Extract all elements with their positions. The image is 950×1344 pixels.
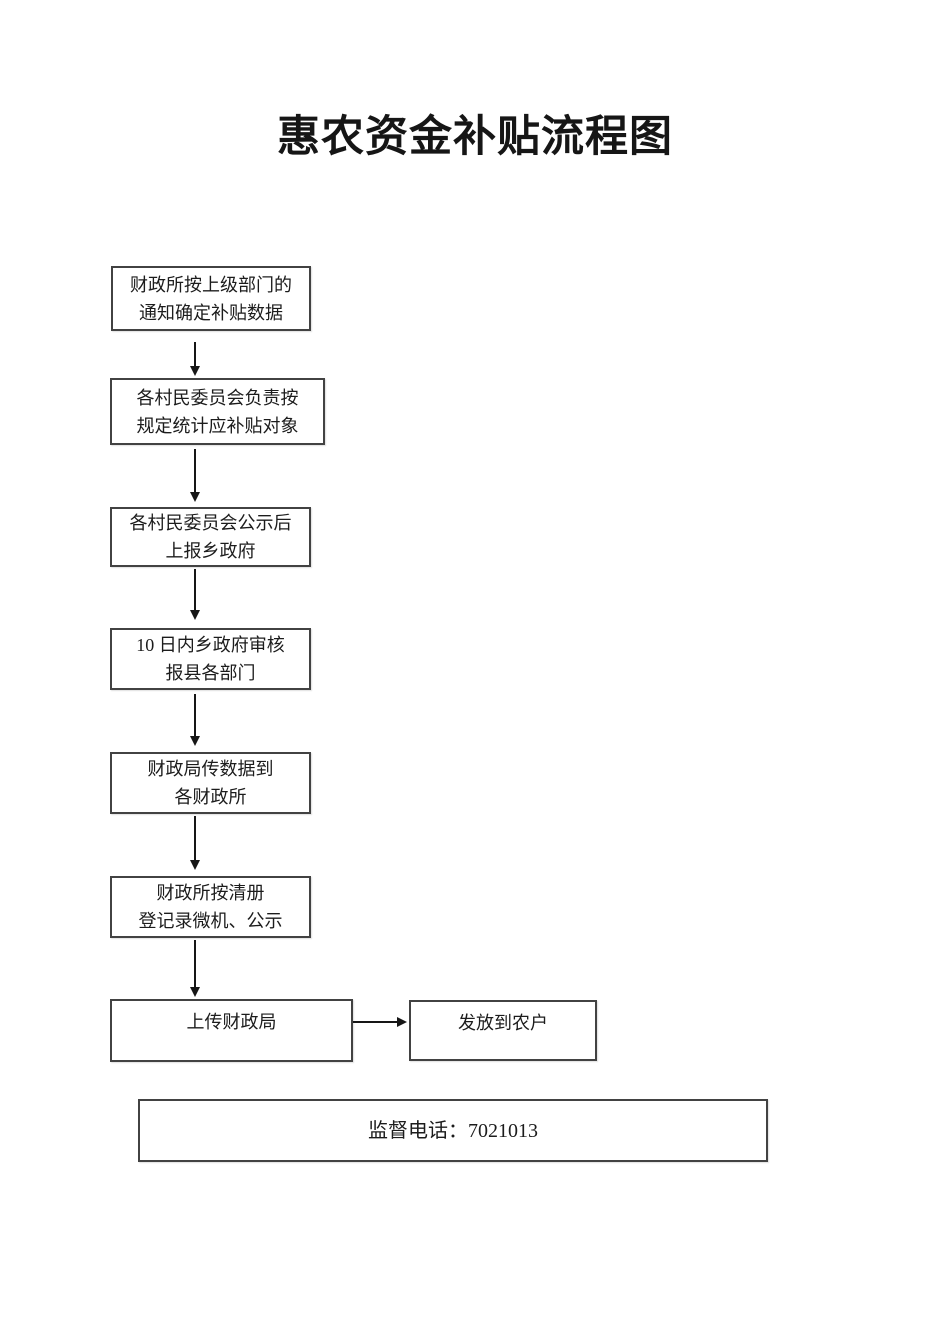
arrow-down-icon <box>190 569 200 620</box>
flow-step-8-line-1: 发放到农户 <box>458 1012 548 1033</box>
flow-step-4-line-2: 报县各部门 <box>165 663 256 683</box>
flow-step-1-line-1: 财政所按上级部门的 <box>130 274 292 295</box>
page-title: 惠农资金补贴流程图 <box>277 114 673 161</box>
flow-step-4-box: 10 日内乡政府审核 报县各部门 <box>110 628 311 690</box>
flow-step-6-line-2: 登记录微机、公示 <box>138 911 283 931</box>
flow-step-3-line-1: 各村民委员会公示后 <box>129 513 292 533</box>
flow-step-1-box: 财政所按上级部门的 通知确定补贴数据 <box>111 266 311 331</box>
flow-step-6-box: 财政所按清册 登记录微机、公示 <box>110 876 311 938</box>
flow-step-2-line-1: 各村民委员会负责按 <box>136 387 299 408</box>
flow-step-6-line-1: 财政所按清册 <box>156 883 265 903</box>
flow-step-4-line-1: 10 日内乡政府审核 <box>136 635 285 655</box>
flow-step-3-box: 各村民委员会公示后 上报乡政府 <box>110 507 311 567</box>
flow-step-5-line-1: 财政局传数据到 <box>147 759 274 779</box>
arrow-down-icon <box>190 449 200 502</box>
supervision-phone-box: 监督电话：7021013 <box>138 1099 768 1162</box>
arrow-down-icon <box>190 940 200 997</box>
flow-step-2-line-2: 规定统计应补贴对象 <box>136 415 299 436</box>
flow-step-5-line-2: 各财政所 <box>174 787 247 807</box>
arrow-down-icon <box>190 342 200 376</box>
flow-step-7-box: 上传财政局 <box>110 999 353 1062</box>
flow-step-2-box: 各村民委员会负责按 规定统计应补贴对象 <box>110 378 325 445</box>
arrow-right-icon <box>353 1017 407 1027</box>
supervision-phone-text: 监督电话：7021013 <box>368 1119 538 1142</box>
flow-step-7-line-1: 上传财政局 <box>186 1011 277 1032</box>
flow-step-1-line-2: 通知确定补贴数据 <box>139 302 283 323</box>
arrow-down-icon <box>190 694 200 746</box>
flow-step-8-box: 发放到农户 <box>409 1000 597 1061</box>
flow-step-3-line-2: 上报乡政府 <box>165 541 256 561</box>
flow-step-5-box: 财政局传数据到 各财政所 <box>110 752 311 814</box>
arrow-down-icon <box>190 816 200 870</box>
